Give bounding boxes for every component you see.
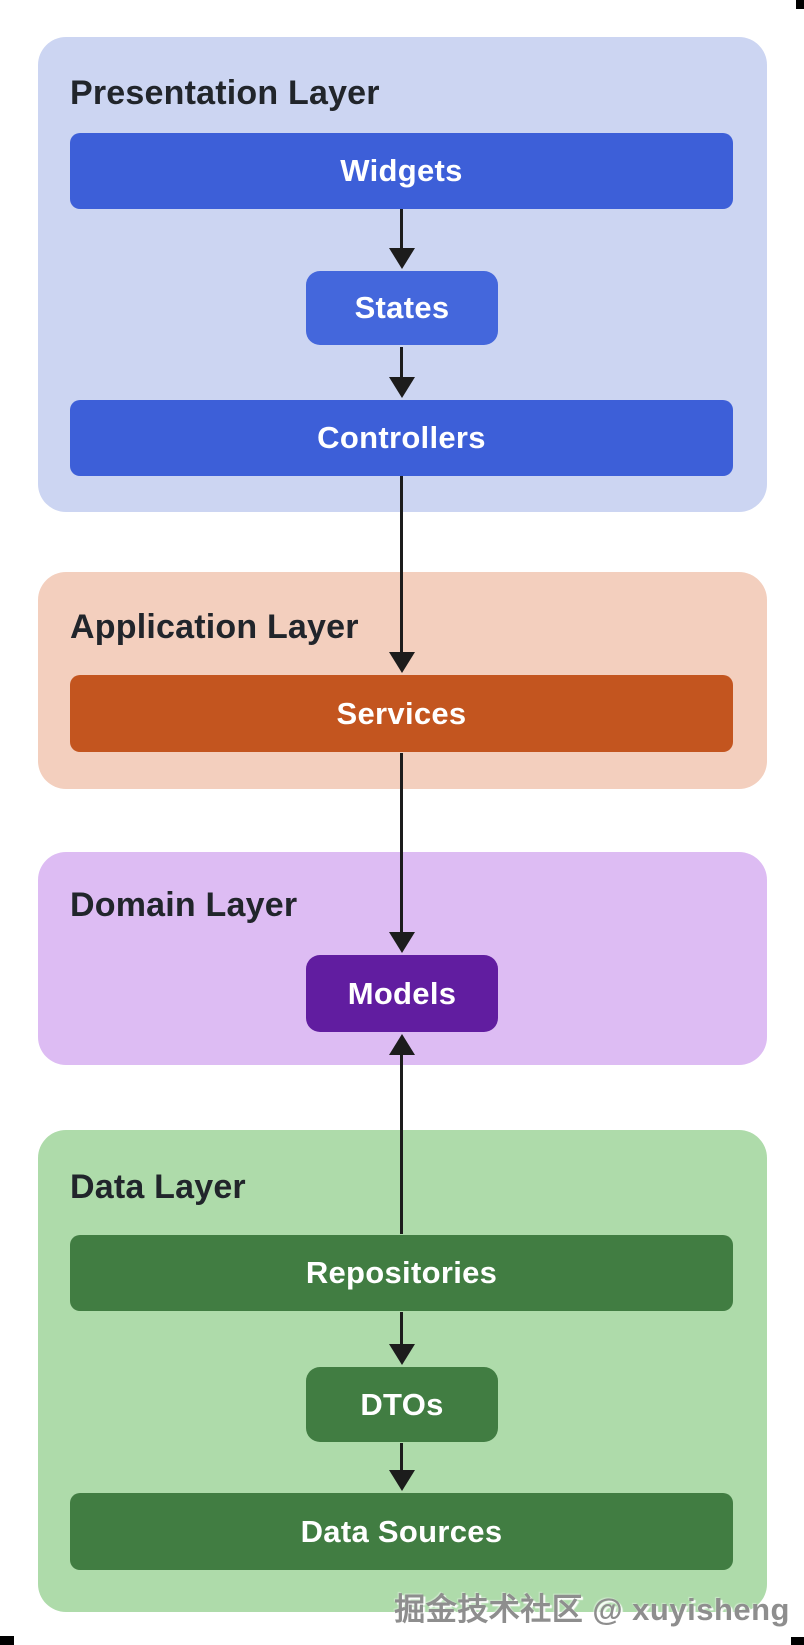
states-node: States (306, 271, 498, 345)
corner-mark (0, 1636, 14, 1645)
watermark: 掘金技术社区 @ xuyisheng (394, 1592, 790, 1627)
arrow-line (400, 1052, 403, 1234)
application-layer-title: Application Layer (70, 608, 359, 646)
presentation-layer-title: Presentation Layer (70, 74, 380, 112)
repositories-node: Repositories (70, 1235, 733, 1311)
arrow-services-to-models-icon (389, 753, 415, 953)
arrow-head-down-icon (389, 932, 415, 953)
arrow-head-down-icon (389, 1470, 415, 1491)
data-layer-title: Data Layer (70, 1168, 246, 1206)
models-node: Models (306, 955, 498, 1032)
arrow-line (400, 1312, 403, 1347)
corner-mark (796, 0, 804, 9)
arrow-line (400, 209, 403, 251)
arrow-head-down-icon (389, 377, 415, 398)
arrow-head-down-icon (389, 652, 415, 673)
arrow-line (400, 347, 403, 380)
widgets-node: Widgets (70, 133, 733, 209)
services-node: Services (70, 675, 733, 752)
domain-layer-title: Domain Layer (70, 886, 298, 924)
dtos-node: DTOs (306, 1367, 498, 1442)
arrow-line (400, 1443, 403, 1473)
controllers-node: Controllers (70, 400, 733, 476)
arrow-dtos-to-data-sources-icon (389, 1443, 415, 1491)
data-sources-node: Data Sources (70, 1493, 733, 1570)
arrow-controllers-to-services-icon (389, 476, 415, 673)
arrow-head-up-icon (389, 1034, 415, 1055)
arrow-line (400, 753, 403, 935)
arrow-head-down-icon (389, 1344, 415, 1365)
arrow-widgets-to-states-icon (389, 209, 415, 269)
arrow-states-to-controllers-icon (389, 347, 415, 398)
corner-mark (791, 1637, 804, 1645)
arrow-head-down-icon (389, 248, 415, 269)
arrow-repositories-to-models-icon (389, 1034, 415, 1234)
arrow-repositories-to-dtos-icon (389, 1312, 415, 1365)
arrow-line (400, 476, 403, 655)
